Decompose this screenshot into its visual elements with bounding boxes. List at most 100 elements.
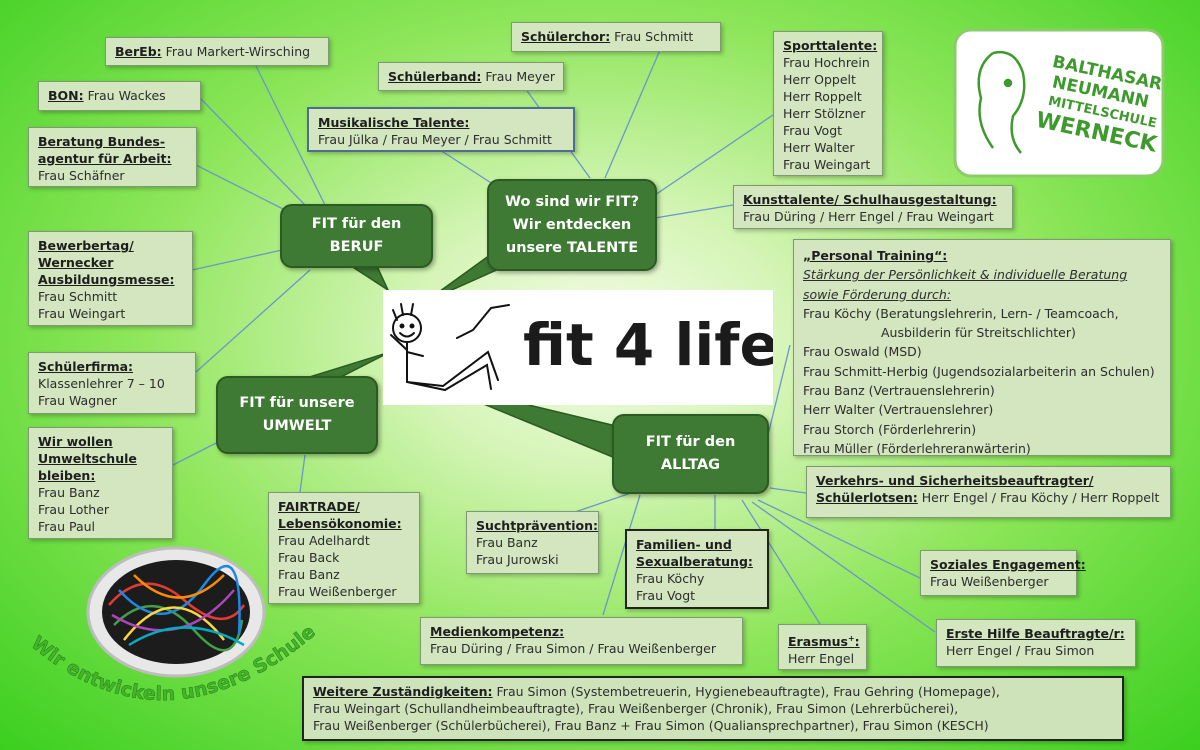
- box-medien: Medienkompetenz: Frau Düring / Frau Simo…: [420, 617, 743, 665]
- sozial-label: Soziales Engagement:: [930, 557, 1086, 572]
- bubble-beruf-line2: BERUF: [329, 239, 384, 255]
- umweltschule-label-2: Umweltschule: [38, 451, 137, 466]
- sport-item: Herr Oppelt: [783, 72, 856, 87]
- erasmus-colon: :: [854, 634, 860, 650]
- verkehr-label-1: Verkehrs- und Sicherheitsbeauftragter/: [816, 473, 1094, 488]
- box-sport: Sporttalente: Frau Hochrein Herr Oppelt …: [773, 31, 883, 176]
- box-band: Schülerband: Frau Meyer: [378, 62, 564, 91]
- umweltschule-item: Frau Banz: [38, 485, 100, 500]
- sport-label: Sporttalente:: [783, 38, 878, 53]
- bewerbertag-label-3: Ausbildungsmesse:: [38, 272, 175, 287]
- box-musik: Musikalische Talente: Frau Jülka / Frau …: [307, 107, 575, 152]
- bereb-text: Frau Markert-Wirsching: [161, 44, 311, 59]
- connector-umweltschule: [172, 439, 223, 466]
- verkehr-text: Herr Engel / Frau Köchy / Herr Roppelt: [917, 490, 1160, 505]
- box-beratung: Beratung Bundes- agentur für Arbeit: Fra…: [28, 127, 197, 187]
- box-kunst: Kunsttalente/ Schulhausgestaltung: Frau …: [733, 185, 1013, 229]
- portrait-icon: [977, 50, 1026, 154]
- box-bewerbertag: Bewerbertag/ Wernecker Ausbildungsmesse:…: [28, 231, 193, 326]
- box-sozial: Soziales Engagement: Frau Weißenberger: [920, 550, 1086, 596]
- erstehilfe-text: Herr Engel / Frau Simon: [946, 643, 1095, 658]
- schuelerfirma-label: Schülerfirma:: [38, 359, 134, 374]
- box-suchtpraevention: Suchtprävention: Frau Banz Frau Jurowski: [466, 511, 599, 574]
- verkehr-label-2: Schülerlotsen:: [816, 490, 918, 505]
- bubble-umwelt-line1: FIT für unsere: [239, 395, 355, 411]
- personal-item: Ausbilderin für Streitschlichter): [881, 325, 1076, 341]
- beratung-label-1: Beratung Bundes-: [38, 134, 166, 149]
- fairtrade-item: Frau Back: [278, 550, 340, 565]
- umweltschule-label-3: bleiben:: [38, 468, 96, 483]
- box-chor: Schülerchor: Frau Schmitt: [511, 22, 721, 52]
- personal-item: Frau Banz (Vertrauenslehrerin): [803, 383, 995, 399]
- bewerbertag-label-2: Wernecker: [38, 255, 114, 270]
- sucht-item: Frau Jurowski: [476, 552, 559, 567]
- sport-item: Frau Hochrein: [783, 55, 870, 70]
- stick-figure-icon: fit 4 life: [390, 303, 779, 391]
- schuelerfirma-item: Klassenlehrer 7 – 10: [38, 376, 165, 391]
- box-familien: Familien- und Sexualberatung: Frau Köchy…: [625, 529, 769, 609]
- connector-bewerbertag: [191, 249, 283, 271]
- fairtrade-item: Frau Adelhardt: [278, 533, 370, 548]
- personal-sub-1: Stärkung der Persönlichkeit & individuel…: [803, 267, 1128, 283]
- bewerbertag-item: Frau Weingart: [38, 306, 126, 321]
- connector-sport: [654, 114, 774, 196]
- schuelerfirma-item: Frau Wagner: [38, 393, 117, 408]
- sport-item: Frau Weingart: [783, 157, 871, 172]
- connector-bereb: [254, 63, 326, 206]
- bubble-alltag-line2: ALLTAG: [660, 457, 721, 473]
- musik-label: Musikalische Talente:: [318, 115, 470, 130]
- box-personal: „Personal Training“: Stärkung der Persön…: [793, 239, 1171, 456]
- central-hub: fit 4 life: [383, 290, 779, 405]
- personal-sub-2: sowie Förderung durch:: [803, 286, 952, 302]
- erstehilfe-label: Erste Hilfe Beauftragte/r:: [946, 626, 1125, 641]
- sozial-text: Frau Weißenberger: [930, 574, 1049, 589]
- personal-item: Frau Müller (Förderlehreranwärterin): [803, 440, 1031, 456]
- familien-item: Frau Köchy: [636, 571, 705, 586]
- box-bon: BON: Frau Wackes: [38, 81, 201, 111]
- connector-bon: [199, 97, 306, 206]
- slogan-curve: Wir entwickeln unsere Schule!: [15, 560, 320, 705]
- bereb-label: BerEb:: [115, 44, 162, 59]
- connector-fairtrade: [299, 454, 306, 493]
- box-erasmus: Erasmus+: Herr Engel: [778, 624, 867, 670]
- bewerbertag-label-1: Bewerbertag/: [38, 238, 134, 253]
- bubble-alltag-line1: FIT für den: [645, 434, 736, 450]
- medien-text: Frau Düring / Frau Simon / Frau Weißenbe…: [430, 641, 716, 656]
- sport-item: Herr Roppelt: [783, 89, 862, 104]
- box-erstehilfe: Erste Hilfe Beauftragte/r: Herr Engel / …: [936, 619, 1136, 667]
- bon-label: BON:: [48, 88, 84, 103]
- weitere-label: Weitere Zuständigkeiten:: [313, 684, 493, 699]
- bubble-umwelt: FIT für unsere UMWELT: [216, 376, 378, 454]
- medien-label: Medienkompetenz:: [430, 624, 565, 639]
- erasmus-label: Erasmus: [788, 634, 848, 650]
- personal-item: Frau Köchy (Beratungslehrerin, Lern- / T…: [803, 305, 1119, 321]
- umweltschule-item: Frau Lother: [38, 502, 110, 517]
- connector-kunst: [654, 204, 734, 219]
- fairtrade-label-1: FAIRTRADE/: [278, 499, 360, 514]
- bubble-alltag: FIT für den ALLTAG: [612, 414, 769, 494]
- umweltschule-item: Frau Paul: [38, 519, 96, 534]
- personal-label: „Personal Training“:: [803, 248, 948, 263]
- box-bereb: BerEb: Frau Markert-Wirsching: [105, 37, 329, 66]
- personal-item: Frau Oswald (MSD): [803, 344, 922, 360]
- bewerbertag-item: Frau Schmitt: [38, 289, 118, 304]
- bubble-talente-line2: Wir entdecken: [512, 216, 632, 233]
- personal-item: Herr Walter (Vertrauenslehrer): [803, 402, 994, 418]
- sucht-item: Frau Banz: [476, 535, 538, 550]
- beratung-text: Frau Schäfner: [38, 168, 125, 183]
- school-logo: BALTHASAR NEUMANN MITTELSCHULE WERNECK: [953, 28, 1165, 178]
- fairtrade-item: Frau Weißenberger: [278, 584, 397, 599]
- connector-chor: [604, 49, 661, 179]
- kunst-label: Kunsttalente/ Schulhausgestaltung:: [743, 192, 997, 207]
- box-schuelerfirma: Schülerfirma: Klassenlehrer 7 – 10 Frau …: [28, 352, 196, 414]
- box-weitere: Weitere Zuständigkeiten: Frau Simon (Sys…: [302, 676, 1124, 741]
- personal-item: Frau Schmitt-Herbig (Jugendsozialarbeite…: [803, 363, 1155, 379]
- connector-erstehilfe: [751, 501, 936, 633]
- connector-beratung: [195, 164, 286, 211]
- connector-verkehr: [769, 487, 807, 494]
- band-text: Frau Meyer: [481, 69, 556, 84]
- kunst-text: Frau Düring / Herr Engel / Frau Weingart: [743, 209, 994, 224]
- fairtrade-label-2: Lebensökonomie:: [278, 516, 402, 531]
